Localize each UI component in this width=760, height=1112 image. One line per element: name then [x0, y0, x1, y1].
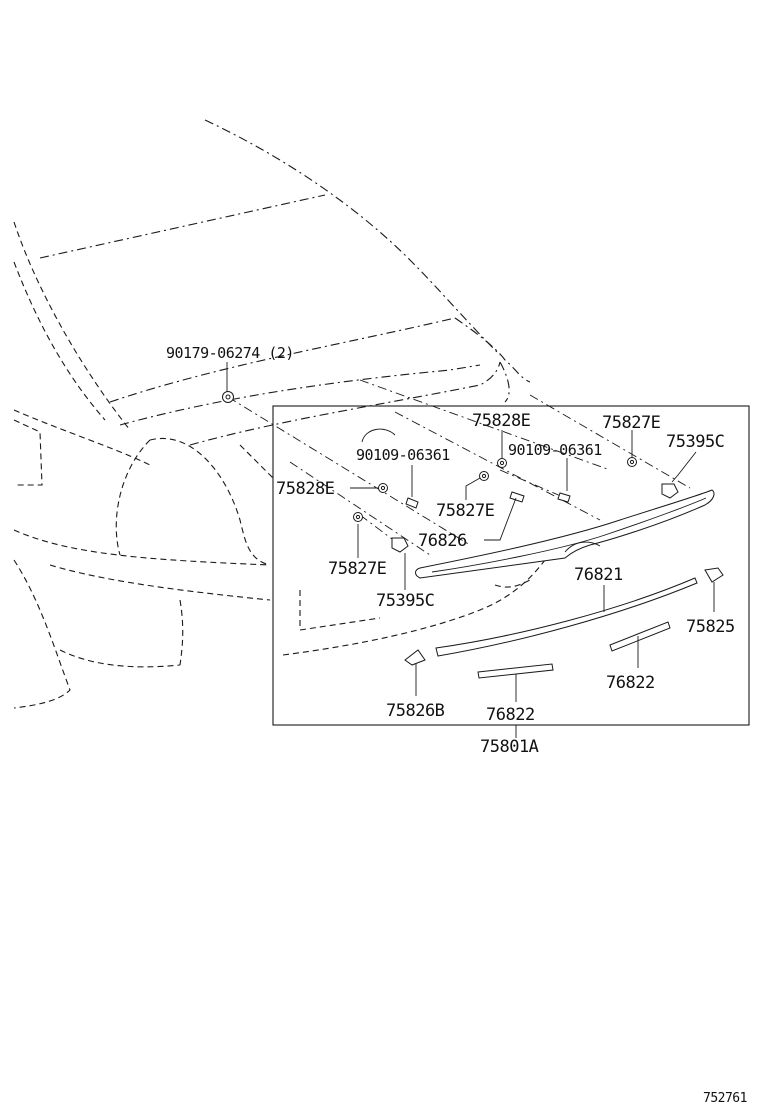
assembly-guide-lines: [227, 379, 691, 556]
label-76822-right: 76822: [606, 673, 655, 693]
label-75395C-right: 75395C: [666, 432, 724, 452]
car-body-outline: [13, 119, 531, 709]
assembly-frame: [272, 405, 750, 726]
figure-id: 752761: [703, 1091, 747, 1106]
part-labels: 90179-06274 (2) 75828E 75827E 75395C 901…: [166, 344, 747, 1106]
label-75828E-top: 75828E: [472, 411, 531, 431]
end-cap-right: [704, 567, 724, 583]
label-75828E-left: 75828E: [276, 479, 335, 499]
fasteners: [222, 391, 679, 553]
leader-lines: [226, 362, 715, 738]
label-90109-06361-left: 90109-06361: [356, 446, 450, 464]
label-90179-06274: 90179-06274 (2): [166, 344, 294, 362]
spoiler-garnish: [415, 489, 715, 579]
label-76826: 76826: [418, 531, 467, 551]
label-75827E-mid: 75827E: [436, 501, 495, 521]
trunk-lid-edge: [282, 559, 546, 656]
trim-piece-right: [609, 621, 671, 652]
label-75801A: 75801A: [480, 737, 539, 757]
label-75826B: 75826B: [386, 701, 445, 721]
label-75825: 75825: [686, 617, 735, 637]
trim-piece-bottom: [477, 663, 554, 679]
moulding-strip: [435, 577, 698, 657]
label-75827E-topright: 75827E: [602, 413, 661, 433]
label-75827E-left: 75827E: [328, 559, 387, 579]
label-90109-06361-right: 90109-06361: [508, 441, 602, 459]
label-76821: 76821: [574, 565, 623, 585]
label-76822-bottom: 76822: [486, 705, 535, 725]
label-75395C-left: 75395C: [376, 591, 434, 611]
end-cap-left: [404, 649, 426, 666]
